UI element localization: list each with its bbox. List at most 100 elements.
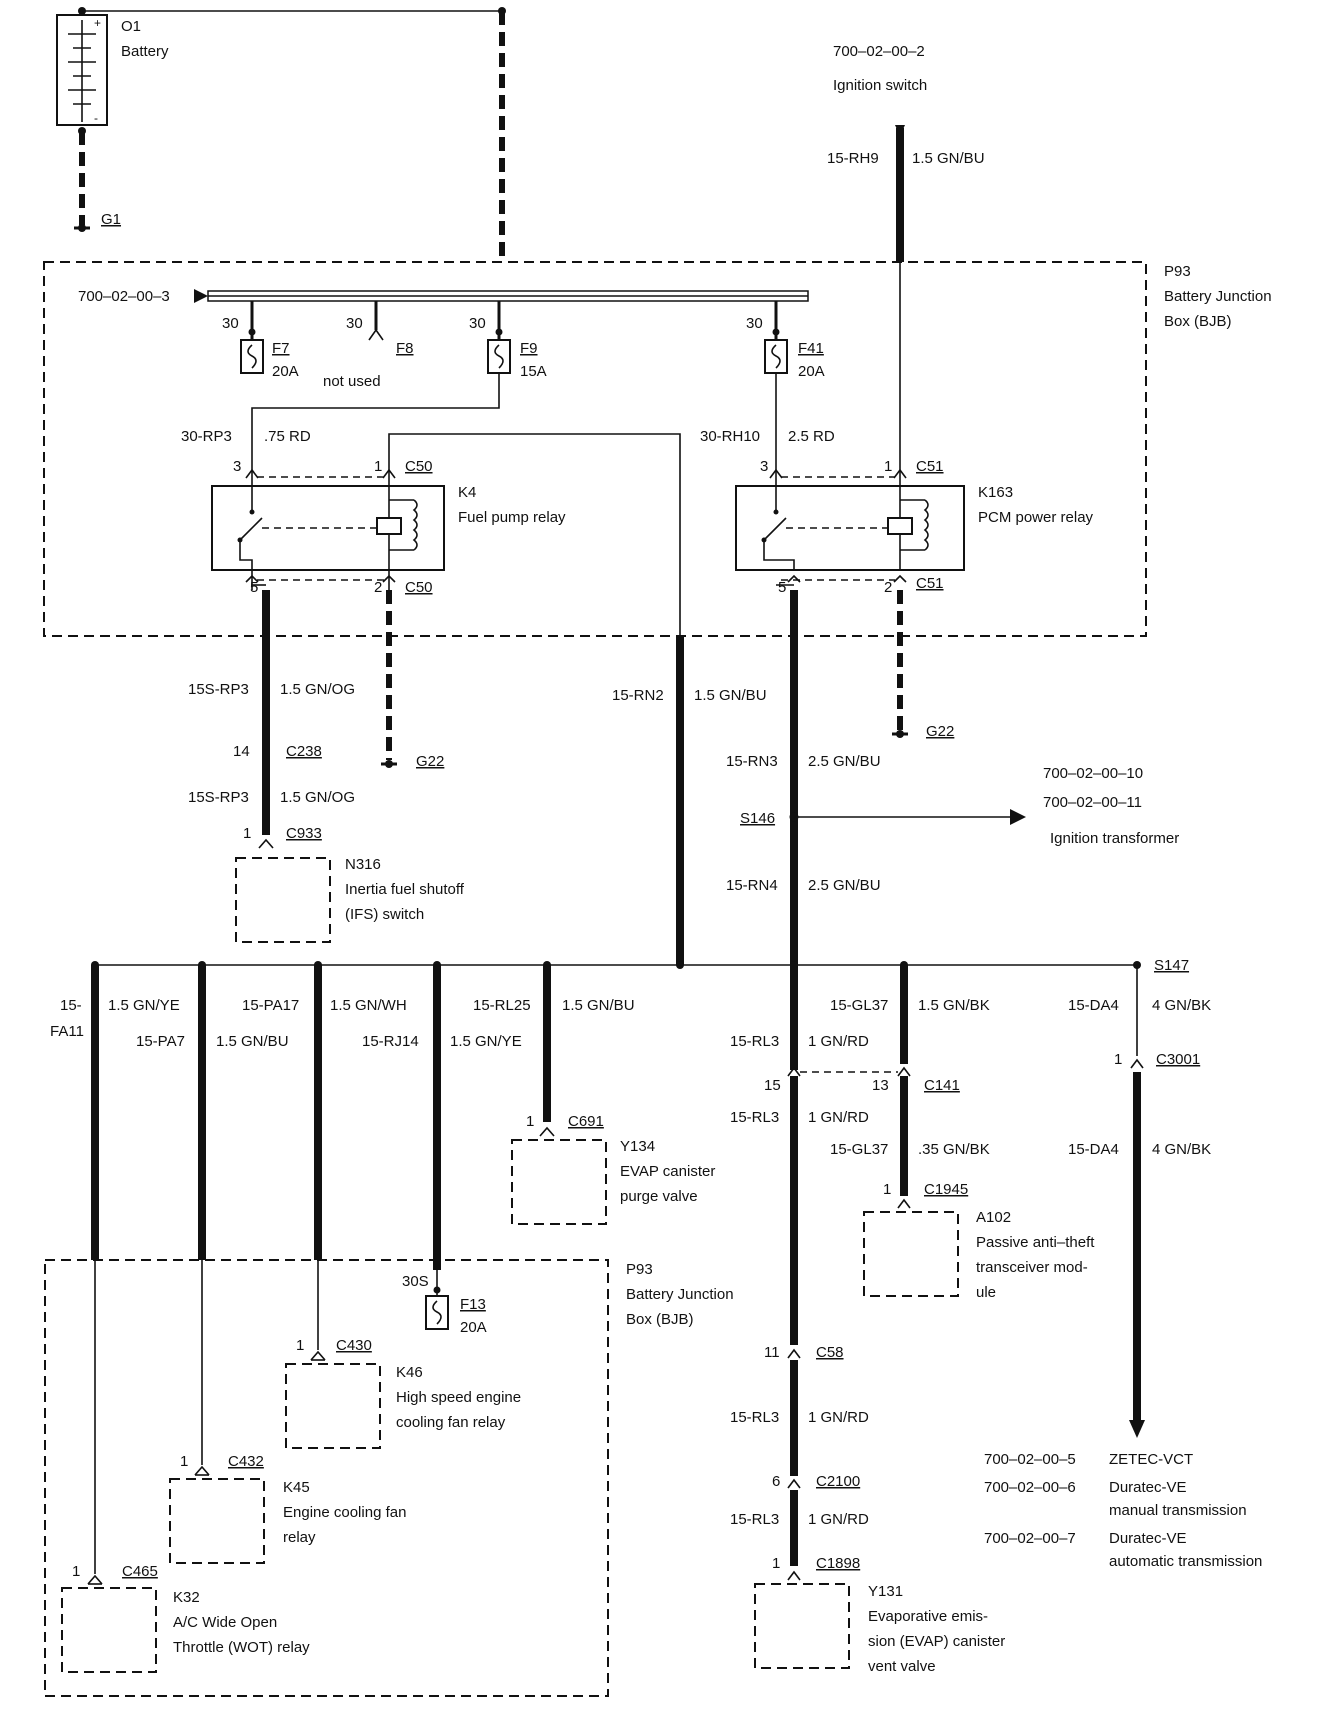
k46-line1: High speed engine: [396, 1389, 521, 1406]
rn3-wire: 2.5 GN/BU: [808, 753, 881, 770]
ref-6: 700–02–00–6: [984, 1479, 1076, 1496]
k32-line2: Throttle (WOT) relay: [173, 1639, 310, 1656]
fuse-f9-rating: 15A: [520, 363, 547, 380]
ignition-circuit: 15-RH9: [827, 150, 879, 167]
k32-conn-pin: 1: [72, 1563, 80, 1580]
rl3-top-circuit: 15-RL3: [730, 1033, 779, 1050]
da4-low-wire: 4 GN/BK: [1152, 1141, 1211, 1158]
n316-line1: Inertia fuel shutoff: [345, 881, 465, 898]
n316-id: N316: [345, 856, 381, 873]
pa7-wire: 1.5 GN/BU: [216, 1033, 289, 1050]
y134-line2: purge valve: [620, 1188, 698, 1205]
rl3-c-circuit: 15-RL3: [730, 1409, 779, 1426]
fuse-f7: [240, 339, 264, 374]
ref-5: 700–02–00–5: [984, 1451, 1076, 1468]
da4-top-circuit: 15-DA4: [1068, 997, 1119, 1014]
k163-conn-bottom: C51: [916, 575, 944, 592]
k4-conn-top: C50: [405, 458, 433, 475]
k163-pin5: 5: [778, 579, 786, 596]
fuse-f9-id: F9: [520, 340, 538, 357]
ign-transformer-ref1: 700–02–00–10: [1043, 765, 1143, 782]
fuse-f41-rating: 20A: [798, 363, 825, 380]
c933-id: C933: [286, 825, 322, 842]
busbar-arrow: [194, 289, 208, 303]
battery-label: Battery: [121, 43, 169, 60]
k46-conn-id: C430: [336, 1337, 372, 1354]
c2100-id: C2100: [816, 1473, 860, 1490]
rn3-circuit: 15-RN3: [726, 753, 778, 770]
fuse-f8-note: not used: [323, 373, 381, 390]
c141-pin-b: 13: [872, 1077, 889, 1094]
a102-line3: ule: [976, 1284, 996, 1301]
fuse-f8-pin: 30: [346, 315, 363, 332]
rn4-circuit: 15-RN4: [726, 877, 778, 894]
relay-k4: [211, 468, 445, 590]
gl37-low-circuit: 15-GL37: [830, 1141, 888, 1158]
pa17-wire: 1.5 GN/WH: [330, 997, 407, 1014]
k163-name: PCM power relay: [978, 509, 1094, 526]
ground-symbol-g1: [74, 224, 90, 232]
busbar-ref: 700–02–00–3: [78, 288, 170, 305]
k163-pin2: 2: [884, 579, 892, 596]
fuse-f13-rating: 20A: [460, 1319, 487, 1336]
fuse-f9-pin: 30: [469, 315, 486, 332]
k163-conn-top: C51: [916, 458, 944, 475]
rp3a-wire: 1.5 GN/OG: [280, 681, 355, 698]
c691-pin: 1: [526, 1113, 534, 1130]
c3001-id: C3001: [1156, 1051, 1200, 1068]
k45-conn-pin: 1: [180, 1453, 188, 1470]
rn2-wire: 1.5 GN/BU: [694, 687, 767, 704]
ground-g22-right: G22: [926, 723, 954, 740]
wire-30-rp3: [251, 373, 500, 468]
c58-pin: 11: [764, 1344, 780, 1361]
k4-conn-bottom: C50: [405, 579, 433, 596]
c691-id: C691: [568, 1113, 604, 1130]
ground-g22-left: G22: [416, 753, 444, 770]
c141-id: C141: [924, 1077, 960, 1094]
rn2-circuit: 15-RN2: [612, 687, 664, 704]
y131-id: Y131: [868, 1583, 903, 1600]
rj14-circuit: 15-RJ14: [362, 1033, 419, 1050]
k163-in-circuit: 30-RH10: [700, 428, 760, 445]
rp3b-wire: 1.5 GN/OG: [280, 789, 355, 806]
fuse-f13: [425, 1295, 449, 1330]
bjb-bottom-name-2: Box (BJB): [626, 1311, 694, 1328]
rl3-d-wire: 1 GN/RD: [808, 1511, 869, 1528]
battery-id: O1: [121, 18, 141, 35]
fuse-f7-rating: 20A: [272, 363, 299, 380]
battery-symbol: + -: [56, 7, 108, 135]
k45-line1: Engine cooling fan: [283, 1504, 406, 1521]
k46-conn-pin: 1: [296, 1337, 304, 1354]
k4-pin2: 2: [374, 579, 382, 596]
ref-6-text1: Duratec-VE: [1109, 1479, 1187, 1496]
component-n316: [235, 857, 331, 943]
component-y131: [754, 1583, 850, 1669]
bjb-top-outline: [43, 261, 1147, 637]
k4-pin5: 5: [250, 579, 258, 596]
fuse-f41: [764, 339, 788, 374]
fa11-circuit2: FA11: [50, 1023, 84, 1040]
c238-pin: 14: [233, 743, 250, 760]
k4-in-wire: .75 RD: [264, 428, 311, 445]
gl37-top-wire: 1.5 GN/BK: [918, 997, 990, 1014]
k163-pin1: 1: [884, 458, 892, 475]
component-a102: [863, 1211, 959, 1297]
k32-line1: A/C Wide Open: [173, 1614, 277, 1631]
c1898-id: C1898: [816, 1555, 860, 1572]
fuse-f8-socket: [368, 328, 384, 341]
splice-s146-label: S146: [740, 810, 775, 827]
k4-id: K4: [458, 484, 476, 501]
bjb-top-id: P93: [1164, 263, 1191, 280]
fa11-wire: 1.5 GN/YE: [108, 997, 180, 1014]
ign-transformer-label: Ignition transformer: [1050, 830, 1179, 847]
k46-id: K46: [396, 1364, 423, 1381]
a102-id: A102: [976, 1209, 1011, 1226]
pa7-circuit: 15-PA7: [136, 1033, 185, 1050]
component-k32: [61, 1587, 157, 1673]
c933-pin: 1: [243, 825, 251, 842]
c1945-id: C1945: [924, 1181, 968, 1198]
k4-pin1: 1: [374, 458, 382, 475]
ground-g1-label: G1: [101, 211, 121, 228]
fuse-f13-pin: 30S: [402, 1273, 429, 1290]
bjb-bottom-outline: [44, 1259, 609, 1697]
